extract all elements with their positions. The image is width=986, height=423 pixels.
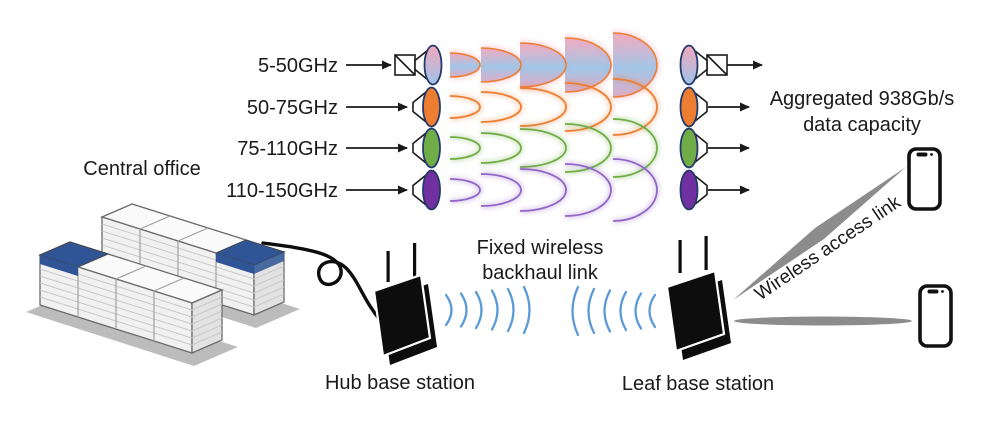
hub-base-station-label: Hub base station bbox=[325, 372, 475, 394]
wifi-waves-leaf-icon bbox=[571, 285, 657, 337]
central-office: Central office bbox=[26, 158, 300, 366]
band-label-4: 110-150GHz bbox=[226, 180, 338, 202]
wireless-access-link: Wireless access link bbox=[733, 147, 953, 348]
wireless-access-link-label: Wireless access link bbox=[751, 192, 905, 305]
smartphone-icon bbox=[918, 284, 953, 348]
hub-base-station: Hub base station bbox=[325, 243, 475, 394]
horn-antenna-rx-3 bbox=[679, 127, 750, 169]
antenna-mast bbox=[704, 236, 708, 270]
leaf-base-station-label: Leaf base station bbox=[622, 373, 774, 395]
band-label-3: 75-110GHz bbox=[237, 138, 338, 160]
horn-antenna-tx-3 bbox=[412, 127, 441, 169]
smartphone-icon bbox=[907, 147, 942, 211]
horn-antenna-tx-2 bbox=[412, 86, 441, 128]
station-panel bbox=[665, 269, 726, 353]
horn-antenna-tx-4 bbox=[412, 169, 441, 211]
station-panel bbox=[372, 273, 432, 358]
wavefront-band-2 bbox=[449, 78, 658, 136]
rack-blue-cap-front bbox=[38, 241, 110, 276]
wavefront-band-1-outline bbox=[449, 32, 658, 98]
aggregated-capacity-line1: Aggregated 938Gb/s bbox=[770, 88, 955, 110]
band-label-2: 50-75GHz bbox=[247, 97, 338, 119]
horn-antenna-rx-4 bbox=[679, 169, 750, 211]
wifi-waves-hub-icon bbox=[444, 285, 531, 335]
horn-antenna-rx-1 bbox=[679, 44, 763, 86]
leaf-base-station: Leaf base station bbox=[622, 236, 774, 395]
wavefront-band-1-fill bbox=[450, 33, 657, 97]
backhaul-link-line2: backhaul link bbox=[482, 262, 599, 284]
fiber-cable-icon bbox=[261, 241, 383, 323]
antenna-mast bbox=[386, 251, 390, 282]
wavefront-band-3 bbox=[449, 118, 658, 178]
antenna-mast bbox=[678, 240, 682, 273]
aggregated-capacity-line2: data capacity bbox=[803, 114, 921, 136]
frequency-band-labels: 5-50GHz 50-75GHz 75-110GHz 110-150GHz bbox=[226, 55, 408, 202]
horn-antenna-tx-1 bbox=[394, 44, 443, 86]
band-label-1: 5-50GHz bbox=[258, 55, 338, 77]
access-beam-upper bbox=[733, 167, 906, 300]
wavefront-band-4-glow bbox=[449, 156, 660, 224]
central-office-label: Central office bbox=[83, 158, 200, 180]
wavefront-band-4 bbox=[449, 158, 658, 222]
backhaul-link-line1: Fixed wireless bbox=[477, 237, 604, 259]
horn-antenna-rx-2 bbox=[679, 86, 750, 128]
band-input-arrows bbox=[346, 60, 408, 195]
wavefront-band-3-glow bbox=[449, 116, 660, 180]
access-beam-lower bbox=[734, 316, 912, 326]
antenna-mast bbox=[413, 243, 417, 277]
rack-blue-cap-back bbox=[214, 239, 286, 274]
